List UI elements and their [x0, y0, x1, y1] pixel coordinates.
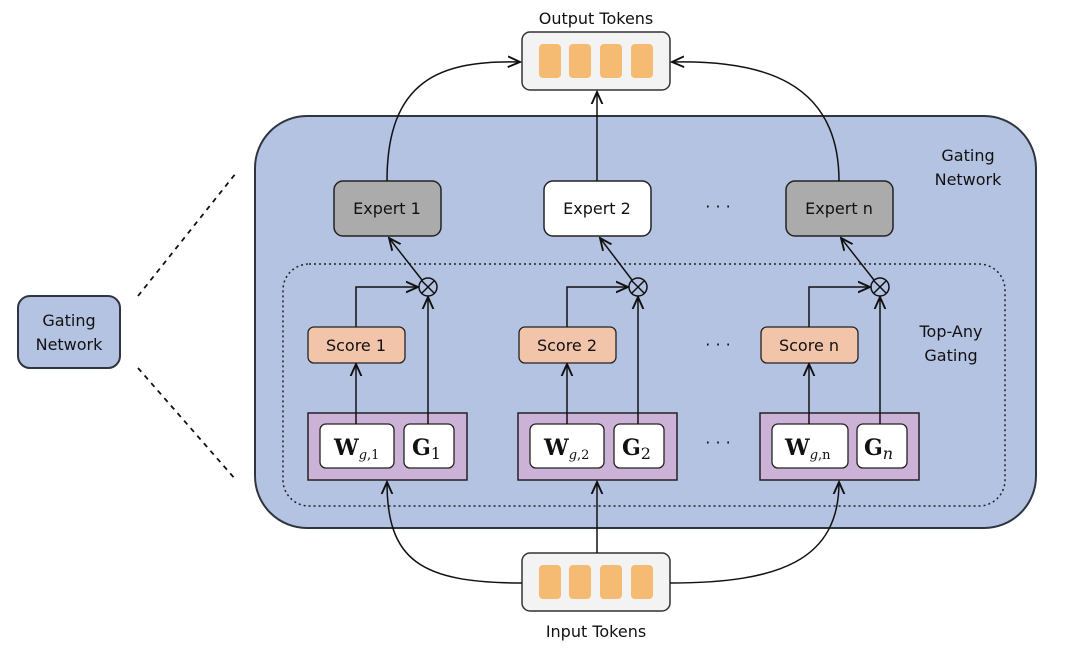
weight-block-2: Wg,2 G2: [517, 412, 678, 481]
score-1-label: Score 1: [326, 336, 386, 355]
expert-2-label: Expert 2: [563, 199, 631, 218]
gating-network-title-line1: Gating: [941, 146, 994, 165]
side-gating-label-line1: Gating: [42, 311, 95, 330]
expert-n-label: Expert n: [805, 199, 873, 218]
arrow-multn-expertn: [841, 238, 875, 281]
weight-g-1: G1: [412, 435, 441, 463]
input-token: [569, 565, 591, 599]
weight-w-1: Wg,1: [333, 435, 379, 463]
zoom-line-bottom: [137, 367, 237, 481]
top-any-label-line2: Gating: [924, 346, 977, 365]
weight-w-n: Wg,n: [784, 435, 831, 463]
weight-w-2: Wg,2: [543, 435, 589, 463]
arrow-input-weightn: [669, 482, 839, 584]
experts-ellipsis: · · ·: [705, 197, 730, 216]
top-any-label-line1: Top-Any: [919, 322, 983, 341]
output-token-group: [539, 44, 653, 78]
input-token: [539, 565, 561, 599]
arrow-expertn-output: [672, 62, 840, 182]
gating-network-title-line2: Network: [935, 170, 1003, 189]
score-n-label: Score n: [779, 336, 839, 355]
arrow-mult2-expert2: [600, 238, 633, 281]
input-token: [600, 565, 622, 599]
score-2-label: Score 2: [537, 336, 597, 355]
output-token: [569, 44, 591, 78]
arrow-scoren-multn: [808, 287, 870, 327]
output-token: [631, 44, 653, 78]
top-any-gating-region: [282, 263, 1006, 507]
output-token: [600, 44, 622, 78]
input-token: [631, 565, 653, 599]
arrow-mult1-expert1: [389, 238, 423, 281]
side-gating-label-line2: Network: [36, 335, 104, 354]
weight-block-1: Wg,1 G1: [307, 412, 468, 481]
side-gating-network-box: [17, 295, 121, 369]
weights-ellipsis: · · ·: [705, 433, 730, 452]
weight-g-n: Gn: [864, 435, 893, 463]
input-tokens-label: Input Tokens: [546, 622, 646, 641]
weight-g-2: G2: [622, 435, 651, 463]
arrow-score2-mult2: [566, 287, 628, 327]
arrow-expert1-output: [386, 62, 520, 182]
weight-block-n: Wg,n Gn: [759, 412, 920, 481]
output-token: [539, 44, 561, 78]
output-tokens-label: Output Tokens: [539, 9, 654, 28]
arrow-score1-mult1: [355, 287, 418, 327]
arrow-input-weight1: [387, 482, 523, 584]
input-token-group: [539, 565, 653, 599]
zoom-line-top: [137, 172, 237, 297]
scores-ellipsis: · · ·: [705, 335, 730, 354]
expert-1-label: Expert 1: [353, 199, 421, 218]
